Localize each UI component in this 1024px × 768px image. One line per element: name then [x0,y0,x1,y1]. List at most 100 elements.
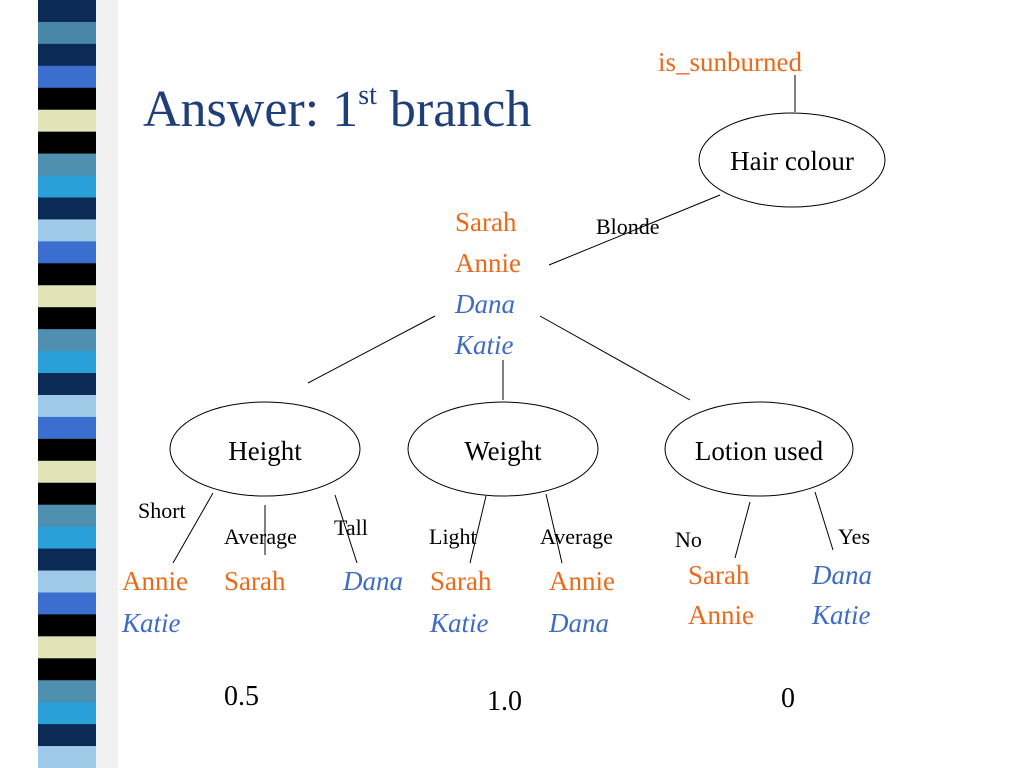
left-bar-stripe [38,570,96,593]
left-bar-stripe [38,307,96,330]
left-bar-stripe [38,0,96,23]
sample-name: Katie [429,608,489,638]
yes-connector [814,491,834,551]
edge-label-no: No [675,527,702,552]
node-weight: Weight [407,401,599,497]
edge-label-tall: Tall [334,515,368,540]
light-connector [469,495,487,564]
score-height: 0.5 [224,681,259,712]
sample-name: Annie [688,600,754,630]
left-bar-stripe [38,702,96,725]
sample-name: Sarah [224,566,286,596]
node-hair-colour: Hair colour [698,112,886,208]
lotion-connector [539,315,691,401]
title-rest: branch [376,81,532,138]
sample-name: Sarah [688,560,750,590]
sample-name: Annie [455,248,521,278]
samples-height-average: Sarah [224,566,286,596]
tree-connectors [172,75,834,564]
sample-name: Sarah [430,566,492,596]
left-bar-stripe [38,592,96,615]
left-bar-stripe [38,680,96,703]
sample-name: Dana [811,560,872,590]
score-lotion: 0 [781,683,795,714]
left-bar-stripe [38,438,96,462]
edge-label-yes: Yes [838,524,870,549]
left-bar-stripe [38,65,96,89]
left-bar-stripe [38,21,96,45]
sample-name: Annie [122,566,188,596]
left-bar-stripe [38,460,96,484]
node-hair-colour-label: Hair colour [730,146,854,176]
height-connector [307,315,436,384]
left-bar-stripe [38,373,96,396]
node-weight-ellipse [407,401,599,497]
sample-name: Annie [549,566,615,596]
left-bar-stripe [38,109,96,133]
edge-label-blonde: Blonde [596,214,660,239]
edge-label-weight-average: Average [540,524,613,549]
node-height-ellipse [169,401,361,497]
edge-label-light: Light [429,524,477,549]
sample-name: Dana [454,289,515,319]
left-bar-stripe [38,329,96,352]
left-bar-stripe [38,285,96,308]
left-bar-stripe [38,43,96,67]
left-bar-stripe [38,219,96,242]
sample-name: Dana [548,608,609,638]
left-bar-stripe [38,724,96,747]
node-lotion-used-label: Lotion used [695,436,824,466]
decorative-left-bar [38,0,118,768]
sample-name: Katie [121,608,181,638]
left-bar-stripe [38,263,96,286]
root-label: is_sunburned [658,47,802,77]
left-bar-stripe [38,482,96,506]
title-superscript: st [358,80,377,111]
score-weight: 1.0 [487,686,522,717]
sample-name: Dana [342,566,403,596]
blonde-connector [548,194,721,266]
edge-label-short: Short [138,498,186,523]
left-bar-stripe [38,175,96,198]
weight-average-connector [545,493,563,564]
left-bar-stripe [38,416,96,440]
left-bar-spine [96,0,118,768]
no-connector [734,501,751,559]
node-lotion-used-ellipse [664,401,854,497]
slide-title: Answer: 1st branch [143,82,531,136]
edge-label-height-average: Average [224,524,297,549]
left-bar-stripe [38,131,96,155]
sample-name: Katie [454,330,514,360]
left-bar-stripe [38,526,96,550]
left-bar-stripe [38,197,96,220]
left-bar-stripe [38,153,96,177]
left-bar-stripe [38,87,96,111]
node-height: Height [169,401,361,497]
node-lotion-used: Lotion used [664,401,854,497]
title-main: Answer: 1 [143,81,359,138]
tall-connector [334,494,358,564]
left-bar-stripe [38,394,96,418]
sample-name: Sarah [455,207,517,237]
left-bar-stripe [38,504,96,528]
node-height-label: Height [228,436,302,466]
short-connector [172,492,214,564]
left-bar-stripe [38,351,96,374]
left-bar-stripe [38,614,96,637]
left-bar-stripe [38,548,96,572]
left-bar-stripe [38,241,96,264]
left-bar-stripe [38,746,96,768]
node-hair-colour-ellipse [698,112,886,208]
node-weight-label: Weight [464,436,542,466]
samples-tall: Dana [342,566,403,596]
left-bar-stripe [38,658,96,681]
left-bar-stripe [38,636,96,659]
sample-name: Katie [811,600,871,630]
